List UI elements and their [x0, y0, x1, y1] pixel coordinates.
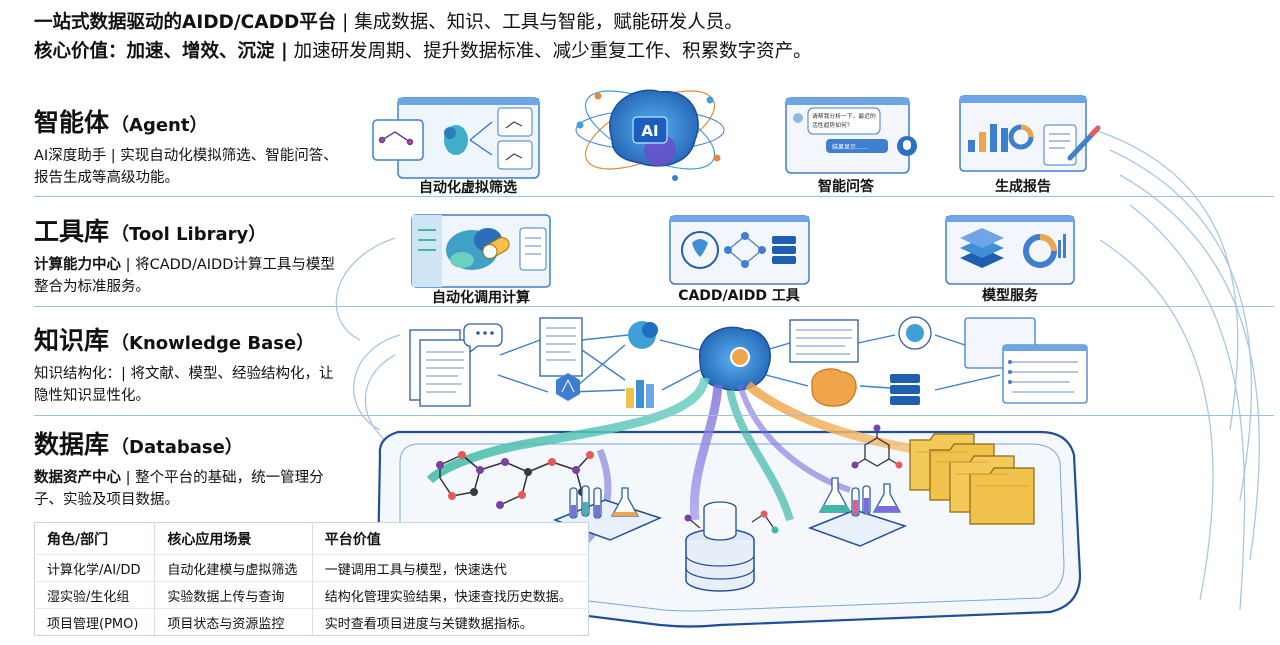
core-value-desc: 加速研发周期、提升数据标准、减少重复工作、积累数字资产。	[293, 41, 812, 62]
label-model-service: 模型服务	[982, 288, 1038, 304]
chat-bubble-line1: 请帮我分析一下，最近的	[812, 112, 876, 120]
layer-title-zh: 智能体	[34, 108, 110, 137]
layer-title-zh: 知识库	[34, 326, 110, 355]
ai-badge: AI	[641, 122, 658, 140]
layer-desc: AI深度助手 | 实现自动化模拟筛选、智能问答、报告生成等高级功能。	[34, 145, 344, 189]
layer-agent: 智能体（Agent） AI深度助手 | 实现自动化模拟筛选、智能问答、报告生成等…	[34, 106, 344, 189]
layer-title-en: （Database）	[111, 437, 243, 458]
layer-divider	[34, 306, 1274, 307]
layer-desc-text: AI深度助手 | 实现自动化模拟筛选、智能问答、报告生成等高级功能。	[34, 148, 338, 186]
label-auto-compute: 自动化调用计算	[432, 290, 530, 306]
ai-brain-orbit-illustration: AI	[575, 89, 725, 181]
table-cell: 自动化建模与虚拟筛选	[154, 554, 313, 582]
table-row: 计算化学/AI/DD 自动化建模与虚拟筛选 一键调用工具与模型，快速迭代	[34, 554, 589, 582]
layer-desc-bold: 计算能力中心	[34, 257, 121, 273]
table-row: 项目管理(PMO) 项目状态与资源监控 实时查看项目进度与关键数据指标。	[34, 608, 589, 636]
label-smart-qa: 智能问答	[818, 179, 874, 195]
layer-tool-library: 工具库（Tool Library） 计算能力中心 | 将CADD/AIDD计算工…	[34, 215, 344, 298]
column-header-value: 平台价值	[324, 531, 381, 548]
label-report-generation: 生成报告	[995, 179, 1051, 195]
table-cell: 计算化学/AI/DD	[34, 554, 156, 582]
page-header: 一站式数据驱动的AIDD/CADD平台 | 集成数据、知识、工具与智能，赋能研发…	[34, 8, 1234, 66]
layer-title-zh: 工具库	[34, 217, 110, 246]
layer-desc: 数据资产中心 | 整个平台的基础，统一管理分子、实验及项目数据。	[34, 467, 344, 511]
chat-qa-illustration: 请帮我分析一下，最近的 活性趋势如何？ 结果显示……	[785, 97, 917, 174]
label-cadd-tools: CADD/AIDD 工具	[678, 288, 800, 304]
layer-knowledge-base: 知识库（Knowledge Base） 知识结构化：| 将文献、模型、经验结构化…	[34, 324, 344, 407]
header-line-1: 一站式数据驱动的AIDD/CADD平台 | 集成数据、知识、工具与智能，赋能研发…	[34, 8, 1234, 37]
flow-curves	[1094, 129, 1260, 611]
table-row: 湿实验/生化组 实验数据上传与查询 结构化管理实验结果，快速查找历史数据。	[34, 581, 589, 609]
model-service-illustration	[945, 215, 1075, 285]
layer-desc: 计算能力中心 | 将CADD/AIDD计算工具与模型整合为标准服务。	[34, 254, 344, 298]
layer-title-en: （Agent）	[111, 115, 208, 136]
layer-divider	[34, 415, 1274, 416]
table-cell: 项目管理(PMO)	[34, 608, 156, 636]
layer-title: 工具库（Tool Library）	[34, 215, 344, 252]
roles-table: 角色/部门 核心应用场景 平台价值 计算化学/AI/DD 自动化建模与虚拟筛选 …	[34, 522, 589, 636]
label-virtual-screening: 自动化虚拟筛选	[419, 180, 517, 196]
chat-bubble-line2: 活性趋势如何？	[812, 121, 853, 129]
table-cell: 实验数据上传与查询	[154, 581, 313, 609]
auto-compute-illustration	[411, 214, 551, 288]
table-cell: 湿实验/生化组	[34, 581, 156, 609]
table-cell: 结构化管理实验结果，快速查找历史数据。	[312, 581, 589, 609]
left-flow-curves	[335, 237, 401, 451]
layer-desc-text: 知识结构化：| 将文献、模型、经验结构化，让隐性知识显性化。	[34, 366, 334, 404]
chat-bubble-reply: 结果显示……	[832, 143, 868, 151]
virtual-screening-illustration	[372, 97, 540, 179]
table-cell: 实时查看项目进度与关键数据指标。	[312, 608, 589, 636]
layer-desc-text: | 整个平台的基础，统一管理分子、实验及项目数据。	[34, 470, 324, 508]
knowledge-network-illustration	[409, 316, 1088, 408]
layer-desc-text: | 将CADD/AIDD计算工具与模型整合为标准服务。	[34, 257, 335, 295]
report-illustration	[959, 95, 1101, 172]
layer-title-en: （Tool Library）	[111, 224, 267, 245]
layer-desc: 知识结构化：| 将文献、模型、经验结构化，让隐性知识显性化。	[34, 363, 344, 407]
table-header-row: 角色/部门 核心应用场景 平台价值	[34, 522, 589, 555]
layer-title-en: （Knowledge Base）	[111, 333, 315, 354]
table-cell: 一键调用工具与模型，快速迭代	[312, 554, 589, 582]
layer-title-zh: 数据库	[34, 430, 110, 459]
layer-title: 智能体（Agent）	[34, 106, 344, 143]
column-header-scenario: 核心应用场景	[154, 522, 313, 555]
layer-desc-bold: 数据资产中心	[34, 470, 121, 486]
layer-title: 知识库（Knowledge Base）	[34, 324, 344, 361]
table-cell: 项目状态与资源监控	[154, 608, 313, 636]
header-line-2: 核心价值：加速、增效、沉淀 | 加速研发周期、提升数据标准、减少重复工作、积累数…	[34, 37, 1234, 66]
layer-title: 数据库（Database）	[34, 428, 344, 465]
platform-title: 一站式数据驱动的AIDD/CADD平台	[34, 12, 337, 33]
core-value-label: 核心价值：加速、增效、沉淀 |	[34, 41, 288, 62]
platform-tagline: | 集成数据、知识、工具与智能，赋能研发人员。	[342, 12, 743, 33]
column-header-role: 角色/部门	[34, 522, 156, 555]
layer-database: 数据库（Database） 数据资产中心 | 整个平台的基础，统一管理分子、实验…	[34, 428, 344, 511]
cadd-tools-illustration	[669, 215, 810, 285]
layer-divider	[34, 196, 1274, 197]
